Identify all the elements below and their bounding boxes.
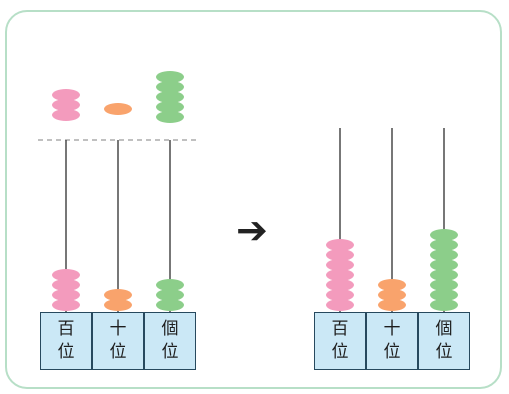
bead-tens xyxy=(378,279,406,291)
raised-bead-ones xyxy=(156,91,184,103)
raised-bead-ones xyxy=(156,101,184,113)
raised-bead-ones xyxy=(156,81,184,93)
bead-tens xyxy=(104,299,132,311)
bead-ones xyxy=(156,299,184,311)
bead-hundreds xyxy=(326,259,354,271)
left-label-hundreds: 百 位 xyxy=(40,312,92,370)
label-text-top: 個 xyxy=(161,319,179,339)
bead-hundreds xyxy=(326,249,354,261)
bead-hundreds xyxy=(326,269,354,281)
bead-hundreds xyxy=(326,279,354,291)
bead-tens xyxy=(104,289,132,301)
bead-hundreds xyxy=(326,239,354,251)
right-label-tens: 十 位 xyxy=(366,312,418,370)
bead-ones xyxy=(430,259,458,271)
bead-ones xyxy=(156,279,184,291)
bead-tens xyxy=(378,289,406,301)
left-label-tens: 十 位 xyxy=(92,312,144,370)
raised-bead-ones xyxy=(156,71,184,83)
raised-bead-tens xyxy=(104,103,132,115)
raised-bead-ones xyxy=(156,111,184,123)
label-text-top: 個 xyxy=(435,319,453,339)
bead-ones xyxy=(430,249,458,261)
bead-hundreds xyxy=(52,299,80,311)
right-arrow-icon: ➔ xyxy=(236,208,268,252)
raised-bead-hundreds xyxy=(52,89,80,101)
label-text-bottom: 位 xyxy=(109,342,127,362)
bead-ones xyxy=(156,289,184,301)
label-text-bottom: 位 xyxy=(383,342,401,362)
bead-tens xyxy=(378,299,406,311)
right-label-hundreds: 百 位 xyxy=(314,312,366,370)
bead-ones xyxy=(430,289,458,301)
bead-ones xyxy=(430,239,458,251)
label-text-bottom: 位 xyxy=(57,342,75,362)
label-text-top: 十 xyxy=(383,319,401,339)
bead-hundreds xyxy=(326,299,354,311)
raised-bead-hundreds xyxy=(52,109,80,121)
label-text-top: 十 xyxy=(109,319,127,339)
right-label-ones: 個 位 xyxy=(418,312,470,370)
label-text-bottom: 位 xyxy=(331,342,349,362)
bead-ones xyxy=(430,229,458,241)
bead-ones xyxy=(430,299,458,311)
label-text-top: 百 xyxy=(57,319,75,339)
bead-hundreds xyxy=(52,279,80,291)
bead-ones xyxy=(430,269,458,281)
bead-hundreds xyxy=(326,289,354,301)
bead-hundreds xyxy=(52,289,80,301)
label-text-bottom: 位 xyxy=(161,342,179,362)
raised-bead-hundreds xyxy=(52,99,80,111)
bead-ones xyxy=(430,279,458,291)
left-label-ones: 個 位 xyxy=(144,312,196,370)
label-text-top: 百 xyxy=(331,319,349,339)
bead-hundreds xyxy=(52,269,80,281)
label-text-bottom: 位 xyxy=(435,342,453,362)
